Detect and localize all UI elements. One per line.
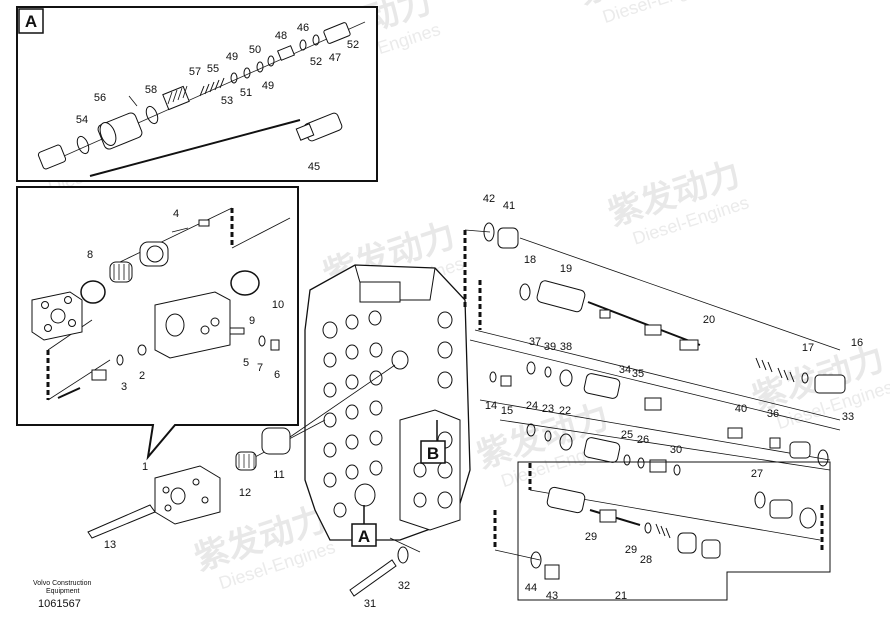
- part-number: 15: [501, 405, 513, 417]
- part-number: 29: [625, 544, 637, 556]
- part-number: 54: [76, 114, 88, 126]
- part-number: 38: [560, 341, 572, 353]
- part-number: 24: [526, 400, 538, 412]
- part-number: 11: [273, 469, 284, 481]
- part-number: 25: [621, 429, 633, 441]
- part-number: 49: [226, 51, 238, 63]
- part-number: 17: [802, 342, 814, 354]
- footer: Volvo Construction Equipment 1061567: [33, 580, 91, 610]
- part-number: 51: [240, 87, 252, 99]
- part-number: 28: [640, 554, 652, 566]
- part-9-block: [154, 291, 231, 359]
- ref-a-label: A: [358, 527, 370, 546]
- detail-callout-panel: 4 8 10 9 5 7 6 2 3: [16, 186, 299, 461]
- spool-group-upper: 42 41 18 19 20 17 16: [463, 193, 863, 421]
- part-number: 33: [842, 411, 854, 423]
- part-number: 35: [632, 368, 644, 380]
- detail-a-panel: A 54 56 58: [16, 6, 378, 182]
- part-number: 52: [310, 56, 322, 68]
- part-number: 53: [221, 95, 233, 107]
- part-number: 50: [249, 44, 261, 56]
- part-number: 40: [735, 403, 747, 415]
- part-number: 47: [329, 52, 341, 64]
- part-number: 32: [398, 580, 410, 592]
- part-57-spring: [162, 85, 190, 111]
- part-number: 56: [94, 92, 106, 104]
- part-number: 4: [173, 208, 179, 220]
- part-number: 37: [529, 336, 541, 348]
- part-48: [276, 45, 296, 61]
- part-number: 46: [297, 22, 309, 34]
- spool-group-middle: 37 39 38 34 35 40 36 33 14 15: [469, 336, 854, 467]
- part-number: 44: [525, 582, 537, 594]
- company-name: Volvo Construction: [33, 580, 91, 587]
- part-number: 57: [189, 66, 201, 78]
- part-number: 1: [142, 461, 148, 473]
- spool-group-bracket: 29 29 28 27 44 43 21: [493, 461, 831, 602]
- watermark-en: Diesel-Engines: [600, 0, 721, 27]
- part-number: 34: [619, 364, 631, 376]
- part-number: 6: [274, 369, 280, 381]
- part-number: 41: [503, 200, 515, 212]
- part-number: 58: [145, 84, 157, 96]
- part-number: 39: [544, 341, 556, 353]
- part-number: 2: [139, 370, 145, 382]
- part-56: [97, 112, 143, 150]
- detail-a-label: A: [25, 12, 37, 31]
- relief-valve-group: 1 11 12 13: [87, 427, 291, 551]
- part-number: 42: [483, 193, 495, 205]
- part-number: 48: [275, 30, 287, 42]
- part-number: 10: [272, 299, 284, 311]
- ref-b-label: B: [427, 444, 439, 463]
- part-number: 43: [546, 590, 558, 602]
- main-valve-body: B A: [239, 264, 471, 553]
- part-number: 36: [767, 408, 779, 420]
- part-number: 5: [243, 357, 249, 369]
- part-number: 16: [851, 337, 863, 349]
- part-47: [323, 22, 351, 44]
- part-number: 26: [637, 434, 649, 446]
- part-number: 3: [121, 381, 127, 393]
- part-54: [37, 144, 67, 170]
- part-number: 12: [239, 487, 251, 499]
- part-number: 23: [542, 403, 554, 415]
- part-number: 49: [262, 80, 274, 92]
- part-45: [295, 112, 343, 142]
- part-number: 55: [207, 63, 219, 75]
- part-number: 20: [703, 314, 715, 326]
- part-number: 18: [524, 254, 536, 266]
- part-number: 22: [559, 405, 571, 417]
- part-number: 7: [257, 362, 263, 374]
- part-number: 52: [347, 39, 359, 51]
- part-number: 9: [249, 315, 255, 327]
- drawing-number: 1061567: [38, 598, 81, 610]
- part-number: 27: [751, 468, 763, 480]
- part-number: 14: [485, 400, 497, 412]
- part-number: 29: [585, 531, 597, 543]
- company-name-line2: Equipment: [46, 588, 80, 595]
- part-number: 13: [104, 539, 116, 551]
- part-number: 45: [308, 161, 320, 173]
- part-4-cap: [139, 241, 169, 267]
- bolt-31-group: 31 32: [349, 546, 410, 610]
- part-number: 31: [364, 598, 376, 610]
- part-flange: [31, 291, 83, 341]
- part-spring-8: [109, 261, 133, 283]
- part-55-spring: [199, 77, 225, 97]
- part-number: 8: [87, 249, 93, 261]
- part-number: 30: [670, 444, 682, 456]
- part-number: 21: [615, 590, 627, 602]
- part-number: 19: [560, 263, 572, 275]
